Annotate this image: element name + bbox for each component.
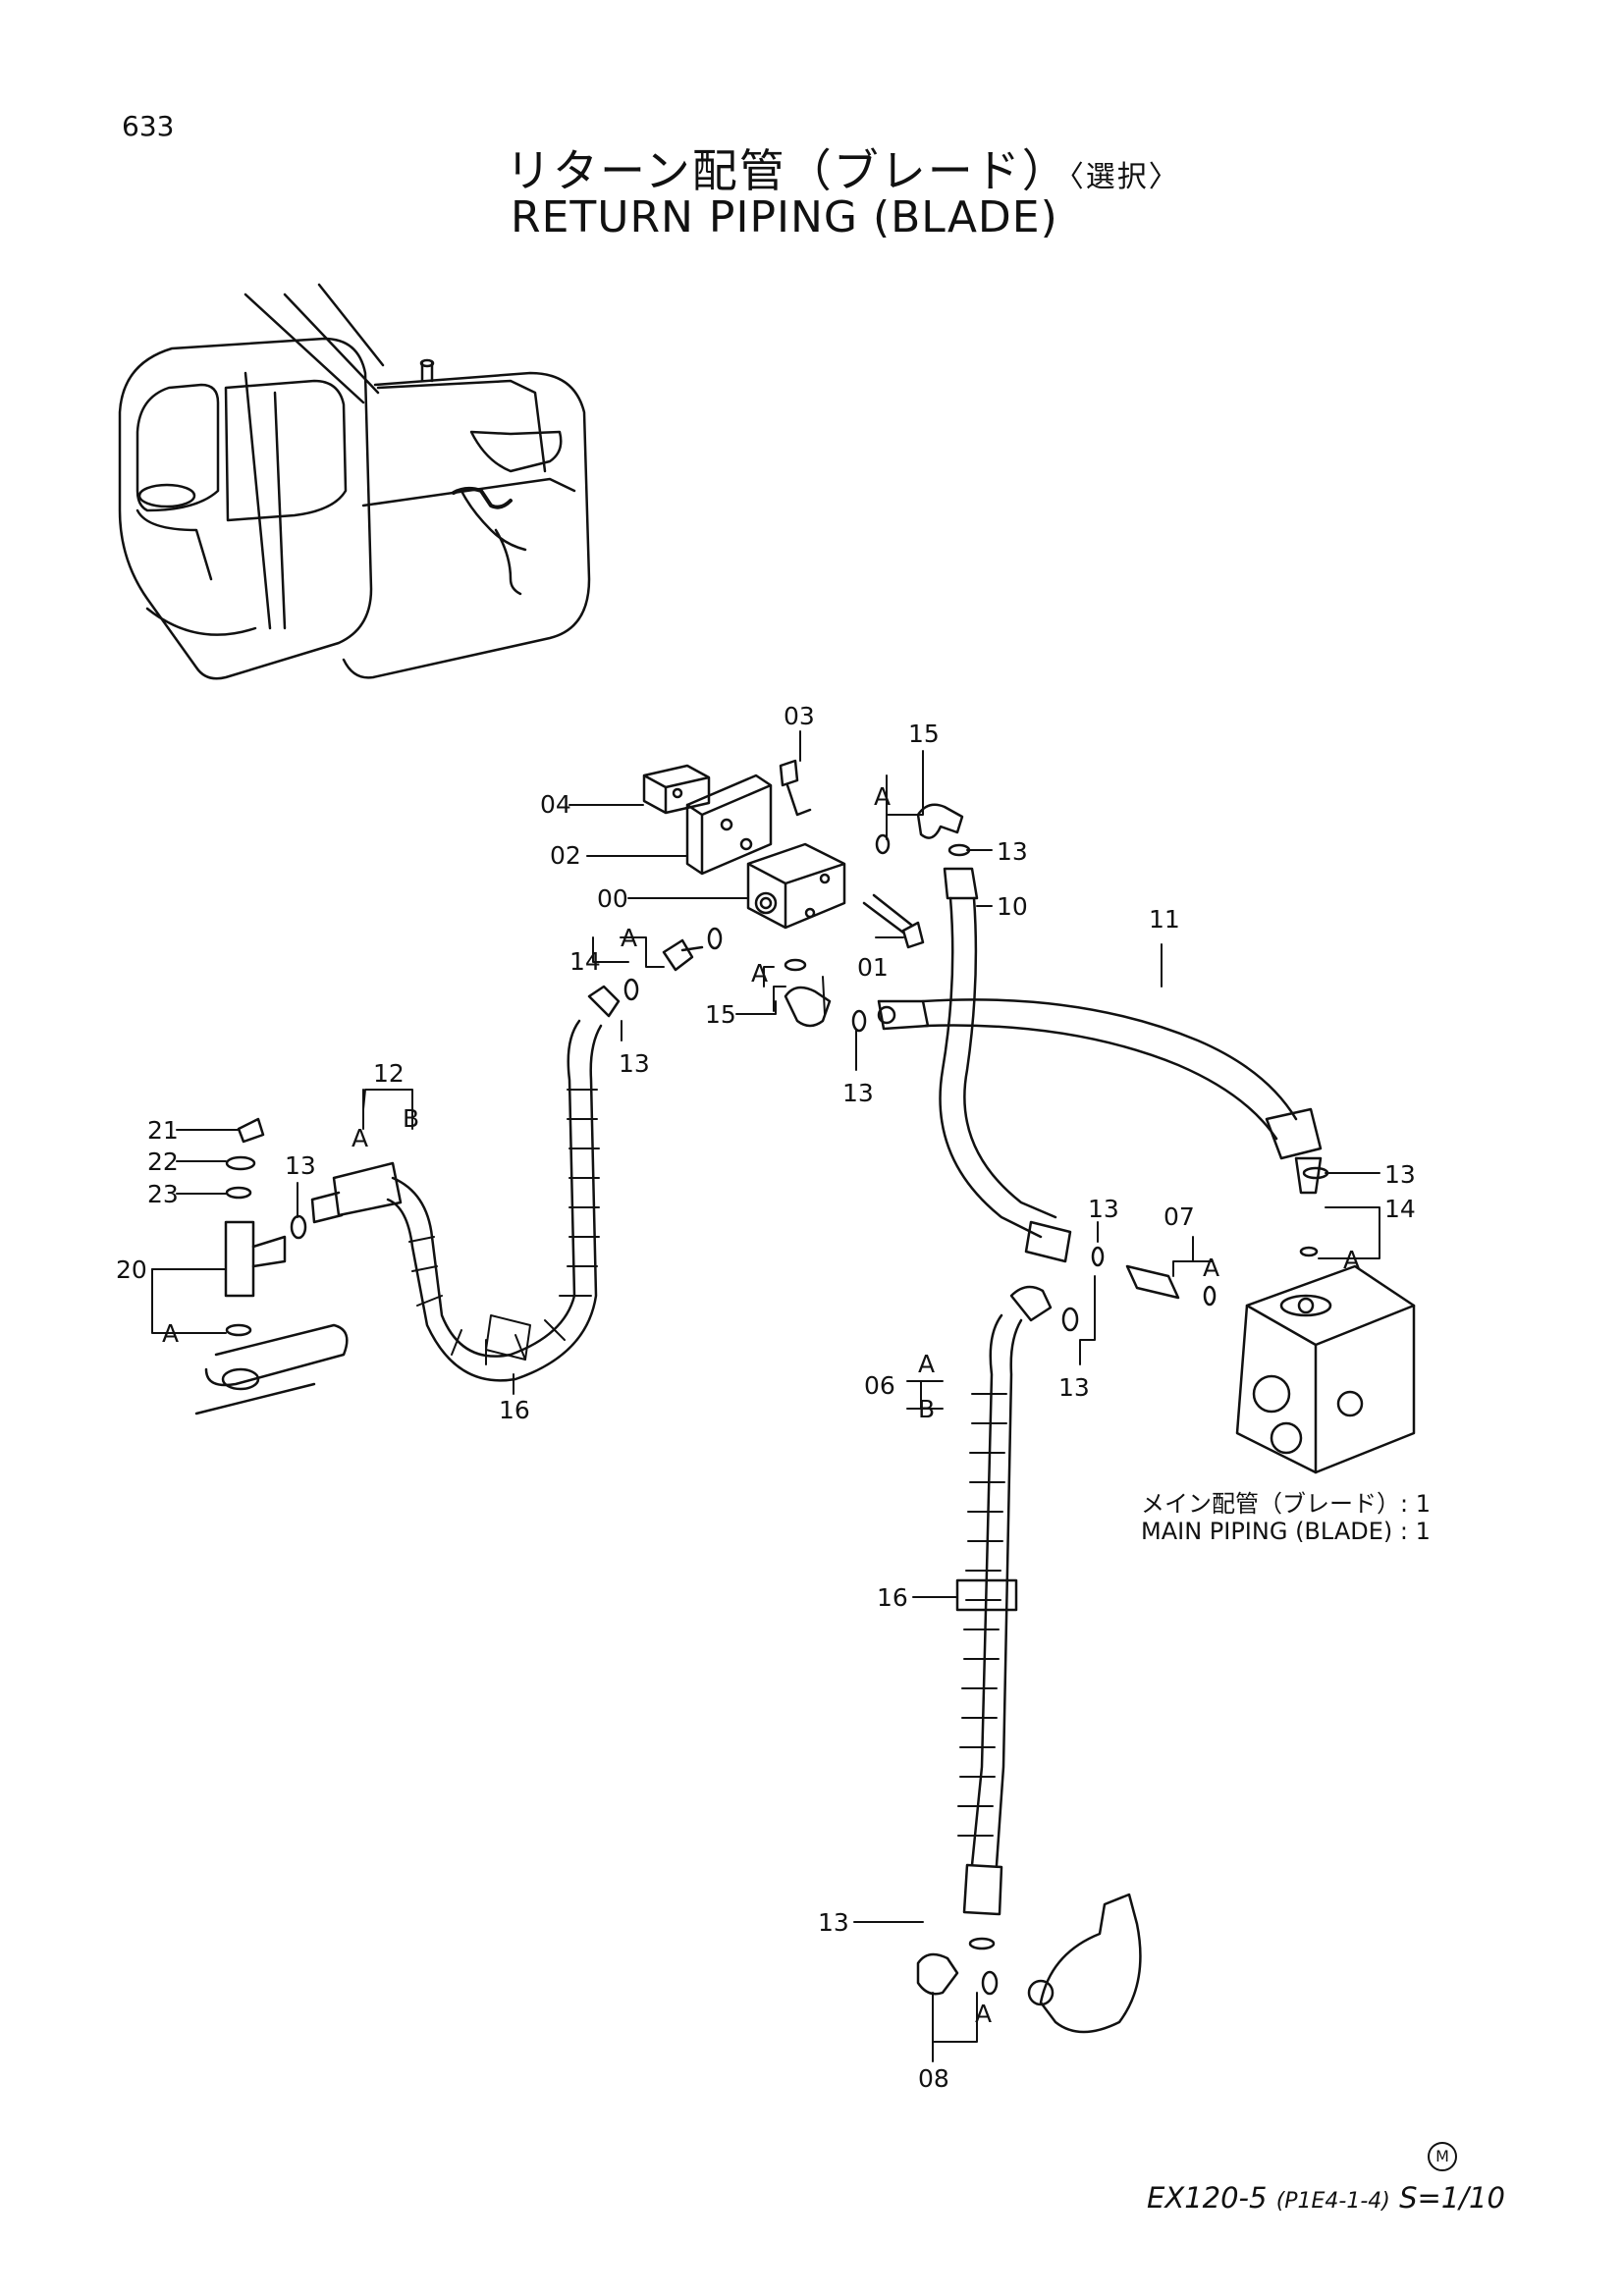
block-assembly	[642, 759, 925, 949]
callout-11: 11	[1149, 905, 1180, 934]
tee-fitting-20	[194, 1117, 349, 1415]
callout-01: 01	[857, 953, 889, 982]
model-mark-icon: M	[1428, 2142, 1457, 2171]
callout-13-h: 13	[818, 1908, 849, 1937]
callout-labels: 03 15 A 04 13 02 10 11 00 A 14 01 A 15 1…	[116, 702, 1416, 2093]
callout-02: 02	[550, 841, 581, 870]
page-title-japanese: リターン配管（ブレード）〈選択〉	[506, 135, 1180, 200]
callout-a-15-mid: A	[751, 959, 768, 988]
callout-a-08: A	[975, 2000, 992, 2028]
footer-model: EX120-5	[1147, 2181, 1268, 2215]
footer-code: (P1E4-1-4)	[1275, 2189, 1390, 2214]
callout-10: 10	[997, 892, 1028, 921]
callout-23: 23	[147, 1180, 179, 1208]
callout-07: 07	[1163, 1202, 1195, 1231]
callout-13-b: 13	[619, 1049, 650, 1078]
title-jp-suffix: 〈選択〉	[1068, 160, 1180, 194]
callout-21: 21	[147, 1116, 179, 1145]
callout-15-mid: 15	[705, 1000, 736, 1029]
hose-06	[955, 1285, 1079, 1950]
callout-a-14: A	[621, 924, 637, 952]
callout-13-e: 13	[1384, 1160, 1416, 1189]
callout-13-c: 13	[842, 1079, 874, 1107]
callout-00: 00	[597, 884, 628, 913]
excavator-overview-illustration	[118, 283, 591, 680]
fittings-07-08	[916, 1246, 1217, 2034]
callout-a-14-right: A	[1343, 1246, 1360, 1274]
callout-08: 08	[918, 2064, 949, 2093]
footer-scale: S=1/10	[1399, 2181, 1505, 2215]
callout-13-d: 13	[285, 1151, 316, 1180]
main-piping-note-japanese: メイン配管（ブレード）: 1	[1141, 1490, 1431, 1518]
spring-guard-left	[408, 1089, 600, 1365]
control-valve	[1235, 1156, 1416, 1474]
callout-a-06: A	[918, 1350, 935, 1378]
callout-a-12: A	[352, 1124, 368, 1152]
callout-a-20: A	[162, 1319, 179, 1348]
callout-06: 06	[864, 1371, 895, 1400]
callout-20: 20	[116, 1255, 147, 1284]
callout-a-15-top: A	[874, 782, 891, 811]
callout-14-left: 14	[569, 947, 601, 976]
footer-model-info: EX120-5 (P1E4-1-4) S=1/10	[1147, 2181, 1505, 2215]
callout-04: 04	[540, 790, 571, 819]
callout-03: 03	[784, 702, 815, 730]
leader-lines	[151, 730, 1380, 2062]
title-jp-main: リターン配管（ブレード）	[506, 144, 1069, 197]
page-number: 633	[122, 110, 175, 142]
callout-16-right: 16	[877, 1583, 908, 1612]
callout-13-f: 13	[1088, 1195, 1119, 1223]
callout-b-06: B	[918, 1395, 935, 1423]
callout-16-left: 16	[499, 1396, 530, 1424]
callout-15-top: 15	[908, 720, 940, 748]
callout-22: 22	[147, 1148, 179, 1176]
page-title-english: RETURN PIPING (BLADE)	[511, 192, 1058, 242]
callout-a-07: A	[1203, 1254, 1219, 1282]
hose-11	[921, 998, 1329, 1180]
hose-12	[290, 985, 621, 1382]
callout-12: 12	[373, 1059, 405, 1088]
hose-10	[939, 867, 1072, 1263]
main-piping-note-english: MAIN PIPING (BLADE) : 1	[1141, 1518, 1431, 1545]
callout-14-right: 14	[1384, 1195, 1416, 1223]
callout-b-12: B	[403, 1104, 419, 1133]
upper-fittings	[623, 803, 971, 1033]
callout-13-a: 13	[997, 837, 1028, 866]
callout-13-g: 13	[1058, 1373, 1090, 1402]
